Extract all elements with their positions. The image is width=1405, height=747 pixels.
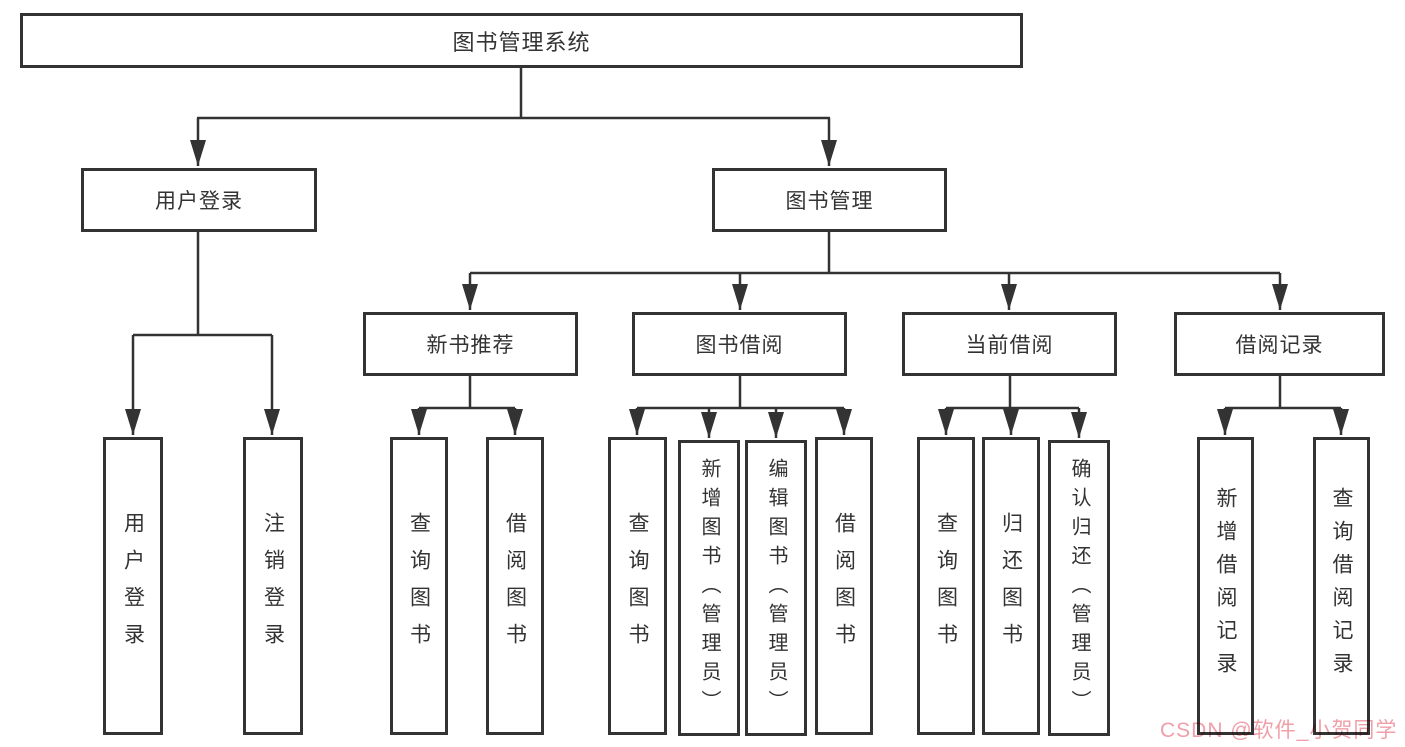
leaf-query-borrow-record: 查询借阅记录 [1313, 437, 1370, 735]
node-book-borrowing-label: 图书借阅 [695, 334, 784, 357]
leaf-user-login: 用户登录 [103, 437, 163, 735]
leaf-query-books-current-label: 查询图书 [934, 512, 958, 660]
leaf-query-borrow-record-label: 查询借阅记录 [1330, 487, 1353, 685]
node-new-book-recommendation: 新书推荐 [363, 312, 578, 376]
node-borrowing-records-label: 借阅记录 [1235, 334, 1324, 357]
leaf-borrow-books-borrowing: 借阅图书 [815, 437, 873, 735]
leaf-confirm-return-admin: 确认归还（管理员） [1048, 440, 1110, 736]
leaf-user-login-label: 用户登录 [121, 512, 145, 660]
leaf-query-books-recommend: 查询图书 [390, 437, 448, 735]
node-current-borrowing-label: 当前借阅 [965, 334, 1054, 357]
node-book-borrowing: 图书借阅 [632, 312, 847, 376]
node-user-login-label: 用户登录 [155, 190, 243, 213]
leaf-query-books-current: 查询图书 [917, 437, 975, 735]
leaf-edit-book-admin-label: 编辑图书（管理员） [765, 457, 787, 719]
leaf-add-borrow-record-label: 新增借阅记录 [1214, 487, 1237, 685]
leaf-query-books-recommend-label: 查询图书 [407, 512, 431, 660]
leaf-borrow-books-recommend-label: 借阅图书 [503, 512, 527, 660]
leaf-add-book-admin-label: 新增图书（管理员） [698, 457, 720, 719]
node-root: 图书管理系统 [20, 13, 1023, 68]
node-user-login-branch: 用户登录 [81, 168, 317, 232]
node-root-label: 图书管理系统 [452, 29, 591, 55]
leaf-logout-label: 注销登录 [261, 512, 285, 660]
node-borrowing-records: 借阅记录 [1174, 312, 1385, 376]
leaf-add-borrow-record: 新增借阅记录 [1197, 437, 1254, 735]
node-book-management-label: 图书管理 [785, 190, 874, 213]
leaf-return-books: 归还图书 [982, 437, 1040, 735]
leaf-confirm-return-admin-label: 确认归还（管理员） [1068, 457, 1090, 719]
leaf-borrow-books-recommend: 借阅图书 [486, 437, 544, 735]
leaf-add-book-admin: 新增图书（管理员） [678, 440, 740, 736]
node-new-book-recommendation-label: 新书推荐 [426, 334, 515, 357]
leaf-borrow-books-borrowing-label: 借阅图书 [832, 512, 856, 660]
leaf-query-books-borrowing: 查询图书 [608, 437, 667, 735]
csdn-watermark: CSDN @软件_小贺同学 [1160, 719, 1398, 742]
leaf-query-books-borrowing-label: 查询图书 [626, 512, 649, 660]
leaf-return-books-label: 归还图书 [999, 512, 1023, 660]
node-current-borrowing: 当前借阅 [902, 312, 1117, 376]
leaf-edit-book-admin: 编辑图书（管理员） [745, 440, 807, 736]
node-book-management: 图书管理 [712, 168, 947, 232]
leaf-logout: 注销登录 [243, 437, 303, 735]
